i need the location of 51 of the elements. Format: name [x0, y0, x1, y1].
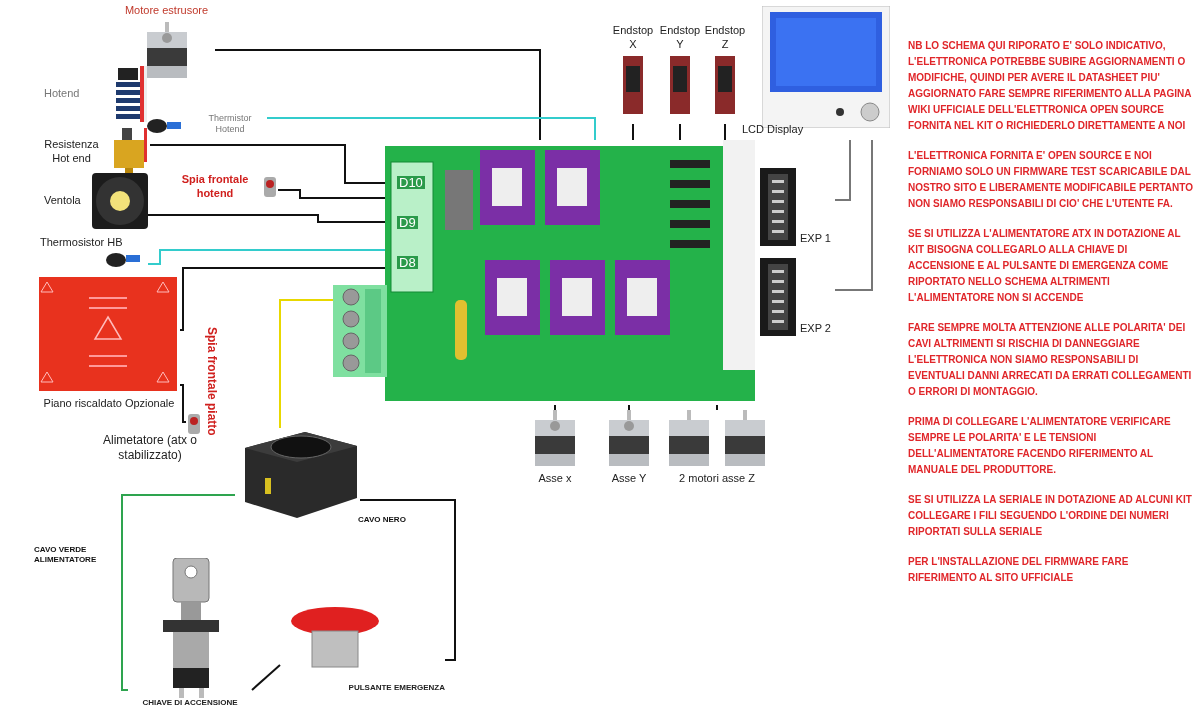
- note-text: PRIMA DI COLLEGARE L'ALIMENTATORE VERIFICARE SEMPRE LE POLARITA' E LE TENSIONI DELL'ALIMENTATORE FACENDO RIFERIMENTO AL MANUALE DEL PRODUTTORE.: [908, 415, 1172, 477]
- wire: [359, 499, 456, 661]
- wire: [632, 123, 634, 141]
- component-label: Piano riscaldato Opzionale: [43, 397, 175, 411]
- terminal-label: D10: [397, 176, 425, 189]
- component-label: Spia frontale piatto: [206, 327, 218, 436]
- wire: [147, 249, 386, 265]
- component-label: EXP 2: [800, 322, 831, 336]
- note-text: FARE SEMPRE MOLTA ATTENZIONE ALLE POLARITA' DEI CAVI ALTRIMENTI SI RISCHIA DI DANNEGGIARE L'ELETTRONICA NON SIAMO RESPONSABILI DI EVENTUALI DANNI ARRECATI DA ERRATI COLLEGAMENTI O ERRORI DI MONTAGGIO.: [908, 321, 1193, 399]
- component-label: Alimetatore (atx o stabilizzato): [101, 433, 198, 463]
- component-label: Endstop X: [612, 24, 654, 52]
- terminal-label: D8: [397, 256, 418, 269]
- note-text: SE SI UTILIZZA LA SERIALE IN DOTAZIONE AD ALCUNI KIT COLLEGARE I FILI SEGUENDO L'ORDINE DEI NUMERI RIPORTATI SULLA SERIALE: [908, 493, 1193, 539]
- note-text: NB LO SCHEMA QUI RIPORATO E' SOLO INDICATIVO, L'ELETTRONICA POTREBBE SUBIRE AGGIORNAMENTI O MODIFICHE, QUINDI PER AVERE IL DATASHEET PIU' AGGIORNATO FARE SEMPRE RIFERIMENTO ALLA PAGINA WIKI UFFICIALE DELL'ELETTRONICA OPEN SOURCE FORNITA NEL KIT O RICHIEDERLO DIRETTAMENTE A NOI: [908, 39, 1193, 133]
- wire: [147, 214, 386, 223]
- wire: [679, 123, 681, 141]
- component-label: Thermosistor HB: [40, 236, 123, 250]
- component-label: Thermistor Hotend: [207, 112, 253, 136]
- wire: [724, 123, 726, 141]
- wire: [179, 384, 187, 423]
- note-text: PER L'INSTALLAZIONE DEL FIRMWARE FARE RIFERIMENTO AL SITO UFFICIALE: [908, 555, 1130, 585]
- component-label: Asse Y: [611, 472, 647, 486]
- wire: [266, 117, 596, 141]
- wire: [628, 404, 630, 411]
- terminal-label: D9: [397, 216, 418, 229]
- component-label: Hotend: [44, 87, 80, 101]
- component-label: PULSANTE EMERGENZA: [348, 683, 445, 693]
- component-label: LCD Display: [742, 123, 804, 135]
- component-label: Endstop Y: [659, 24, 701, 52]
- component-label: 2 motori asse Z: [679, 472, 755, 486]
- wire: [121, 494, 236, 691]
- component-label: Motore estrusore: [124, 4, 209, 18]
- component-label: EXP 1: [800, 232, 831, 246]
- wire: [149, 144, 386, 184]
- wire: [554, 404, 556, 411]
- component-label: Endstop Z: [704, 24, 746, 52]
- component-label: Spia frontale hotend: [180, 173, 250, 201]
- note-text: L'ELETTRONICA FORNITA E' OPEN SOURCE E NOI FORNIAMO SOLO UN FIRMWARE TEST SCARICABILE DAL NOSTRO SITO E LIBERAMENTE MODIFICABILE PERTANTO NON SIAMO RESPONSABILI DI CIO' CHE L'UTENTE FA.: [908, 149, 1193, 211]
- component-label: Resistenza Hot end: [43, 137, 100, 166]
- component-label: Asse x: [538, 472, 572, 486]
- wire: [834, 139, 851, 201]
- wire: [279, 299, 334, 429]
- wire: [834, 139, 873, 291]
- component-label: Ventola: [44, 194, 81, 208]
- wire: [277, 189, 386, 199]
- wire: [251, 664, 281, 691]
- wire: [716, 404, 718, 411]
- note-text: SE SI UTILIZZA L'ALIMENTATORE ATX IN DOTAZIONE AL KIT BISOGNA COLLEGARLO ALLA CHIAVE DI ACCENSIONE E AL PULSANTE DI EMERGENZA COME RIPORTATO NELLO SCHEMA ALTRIMENTI L'ALIMENTATORE NON SI ACCENDE: [908, 227, 1182, 305]
- wire: [214, 49, 541, 141]
- wire: [179, 267, 386, 331]
- component-label: CHIAVE DI ACCENSIONE: [142, 698, 238, 708]
